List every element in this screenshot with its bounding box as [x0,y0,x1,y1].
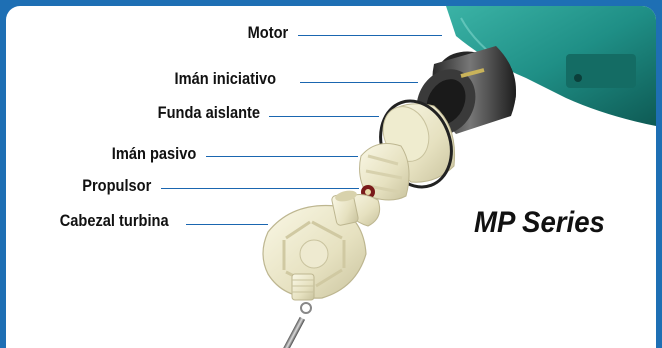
label-cabezal-turbina: Cabezal turbina [60,211,169,231]
label-funda-aislante: Funda aislante [158,103,260,123]
leader-line-motor [298,35,442,36]
diagram-frame: Motor Imán iniciativo Funda aislante Imá… [6,6,656,348]
pump-head-part [263,189,366,348]
leader-line-iman-pasivo [206,156,358,157]
series-title: MP Series [474,206,605,240]
label-motor: Motor [247,23,288,43]
leader-line-iman-iniciativo [300,82,418,83]
label-propulsor: Propulsor [82,176,151,196]
leader-line-cabezal-turbina [186,224,268,225]
label-iman-iniciativo: Imán iniciativo [174,69,276,89]
leader-line-funda-aislante [269,116,379,117]
leader-line-propulsor [161,188,359,189]
label-iman-pasivo: Imán pasivo [111,144,196,164]
